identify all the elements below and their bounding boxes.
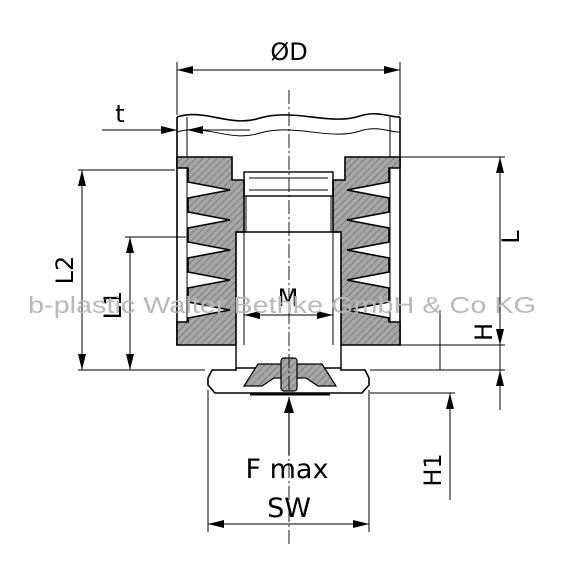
- tube-break-line-outer: [176, 112, 401, 122]
- label-outer-diameter: ØD: [270, 38, 307, 66]
- tube-outline: [176, 112, 401, 345]
- label-wall-thickness: t: [115, 100, 124, 128]
- label-total-length: L2: [51, 256, 79, 285]
- tube-break-line-inner: [176, 128, 401, 137]
- thread-insert: [235, 171, 342, 368]
- label-insert-length: L1: [99, 291, 127, 320]
- watermark-text: b-plastic Walter Bethke GmbH & Co KG: [28, 292, 536, 318]
- label-foot-length: L: [497, 230, 525, 244]
- label-head-height: H: [470, 323, 498, 341]
- force-arrow-head: [284, 397, 294, 413]
- arrowheads: [78, 66, 504, 528]
- label-wrench-size: SW: [267, 493, 311, 524]
- leveling-foot: [207, 357, 370, 396]
- label-height-1: H1: [419, 453, 447, 486]
- insert-collar: [243, 171, 334, 197]
- label-thread: M: [278, 284, 299, 312]
- label-max-force: F max: [246, 454, 329, 485]
